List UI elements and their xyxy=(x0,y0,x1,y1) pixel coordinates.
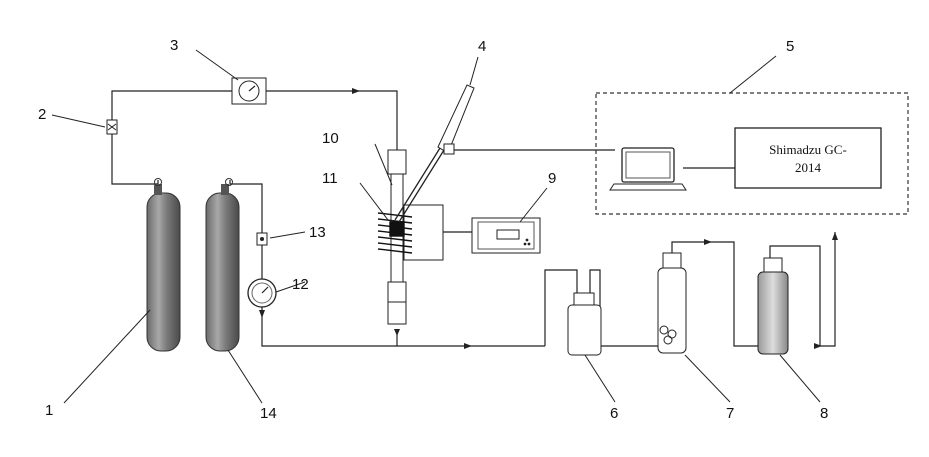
callout-10: 10 xyxy=(322,130,339,147)
bottle-icon xyxy=(758,258,788,354)
gas-cylinder-icon xyxy=(206,179,239,352)
callout-13: 13 xyxy=(309,224,326,241)
temperature-controller-icon xyxy=(472,218,540,253)
callout-4: 4 xyxy=(478,38,486,55)
callout-7: 7 xyxy=(726,405,734,422)
callout-1: 1 xyxy=(45,402,53,419)
callout-3: 3 xyxy=(170,37,178,54)
gc-instrument-box: Shimadzu GC- 2014 xyxy=(735,128,881,188)
furnace-block xyxy=(404,205,443,260)
callout-8: 8 xyxy=(820,405,828,422)
reactor-tube-icon xyxy=(388,150,406,324)
gc-label-line2: 2014 xyxy=(795,160,822,175)
callout-5: 5 xyxy=(786,38,794,55)
callout-2: 2 xyxy=(38,106,46,123)
callout-14: 14 xyxy=(260,405,277,422)
pressure-gauge-icon xyxy=(248,279,276,307)
callout-9: 9 xyxy=(548,170,556,187)
gas-cylinder-icon xyxy=(147,179,180,352)
valve-icon xyxy=(107,120,117,134)
pressure-gauge-icon xyxy=(232,78,266,104)
valve-icon xyxy=(257,233,267,245)
callout-11: 11 xyxy=(322,170,338,187)
laptop-icon xyxy=(610,148,686,190)
thermocouple-icon xyxy=(395,85,474,222)
callout-12: 12 xyxy=(292,276,309,293)
callout-6: 6 xyxy=(610,405,618,422)
flow-arrows xyxy=(259,88,838,349)
bottle-icon xyxy=(568,293,601,355)
gc-label-line1: Shimadzu GC- xyxy=(769,142,847,157)
bottle-icon xyxy=(658,253,686,353)
